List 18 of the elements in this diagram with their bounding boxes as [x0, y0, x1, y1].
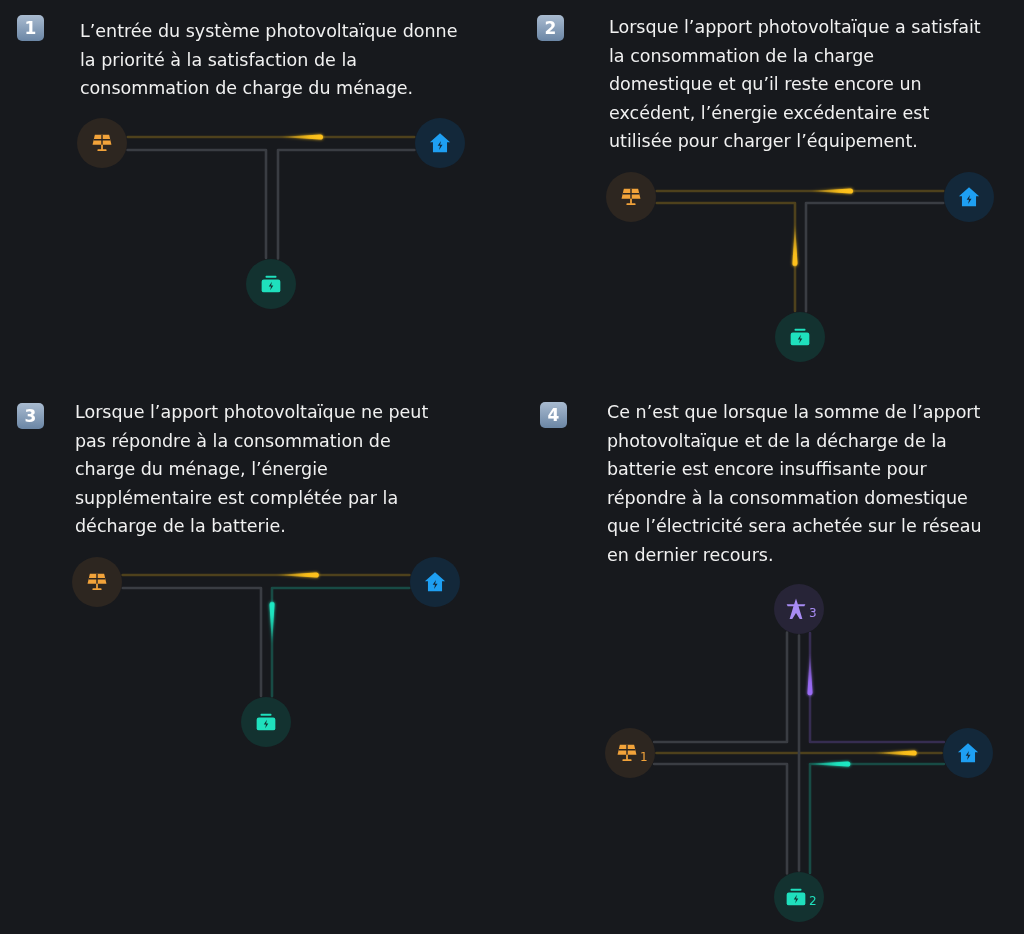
node-number: 2 — [809, 894, 817, 908]
connector-line — [797, 634, 801, 872]
step-description: Ce n’est que lorsque la somme de l’apport photovoltaïque et de la décharge de la batterie est encore insuffisante pour répondre à la consommation domestique que l’électricité sera achetée sur le réseau en dernier recours. — [607, 401, 983, 567]
step-description: L’entrée du système photovoltaïque donne la priorité à la satisfaction de la consommation de charge du ménage. — [80, 20, 459, 100]
connector-line — [804, 201, 945, 313]
connector-line — [126, 148, 268, 260]
connector-line — [652, 631, 789, 744]
keycap-number: 3 — [17, 403, 44, 429]
keycap-number: 2 — [537, 15, 564, 41]
connector-line — [652, 762, 789, 875]
node-number: 1 — [640, 750, 648, 764]
node-number: 3 — [809, 606, 817, 620]
keycap-number: 4 — [540, 402, 567, 428]
step-description: Lorsque l’apport photovoltaïque ne peut pas répondre à la consommation de charge du ménage, l’énergie supplémentaire est complétée par la décharge de la batterie. — [75, 401, 430, 538]
connector-line — [121, 586, 263, 698]
keycap-number: 1 — [17, 15, 44, 41]
connector-line — [276, 148, 416, 260]
step-description: Lorsque l’apport photovoltaïque a satisfait la consommation de la charge domestique et qu’il reste encore un excédent, l’énergie excédentaire est utilisée pour charger l’équipement. — [609, 16, 982, 153]
